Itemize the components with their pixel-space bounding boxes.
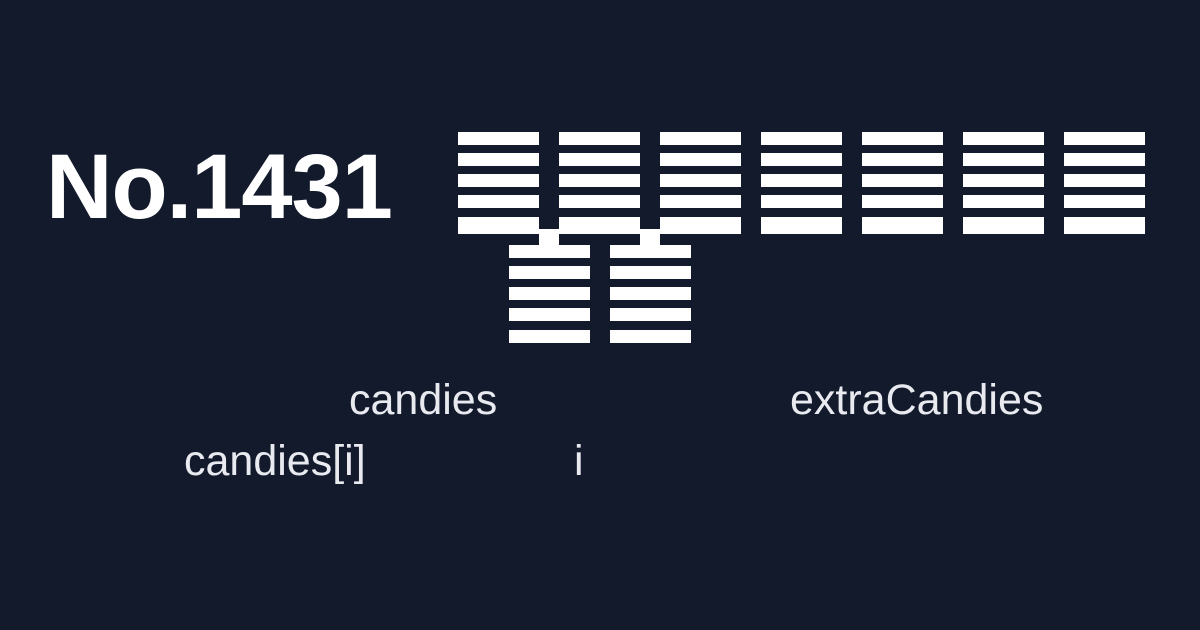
redacted-block-icon <box>559 132 640 245</box>
term-candies-index: candies[i] <box>184 437 366 485</box>
term-index: i <box>574 437 584 485</box>
redacted-block-icon <box>761 132 842 245</box>
redacted-block-icon <box>509 245 590 343</box>
redacted-block-icon <box>1064 132 1145 245</box>
title-glyph-row-2 <box>509 245 691 343</box>
redacted-block-icon <box>963 132 1044 245</box>
term-extra-candies: extraCandies <box>790 376 1044 424</box>
problem-number: No.1431 <box>46 136 393 238</box>
title-glyph-row-1 <box>458 132 1145 245</box>
glyph-connector <box>539 229 559 245</box>
redacted-block-icon <box>660 132 741 245</box>
redacted-block-icon <box>862 132 943 245</box>
glyph-connector <box>640 229 660 245</box>
redacted-block-icon <box>458 132 539 245</box>
term-candies: candies <box>349 376 498 424</box>
redacted-block-icon <box>610 245 691 343</box>
